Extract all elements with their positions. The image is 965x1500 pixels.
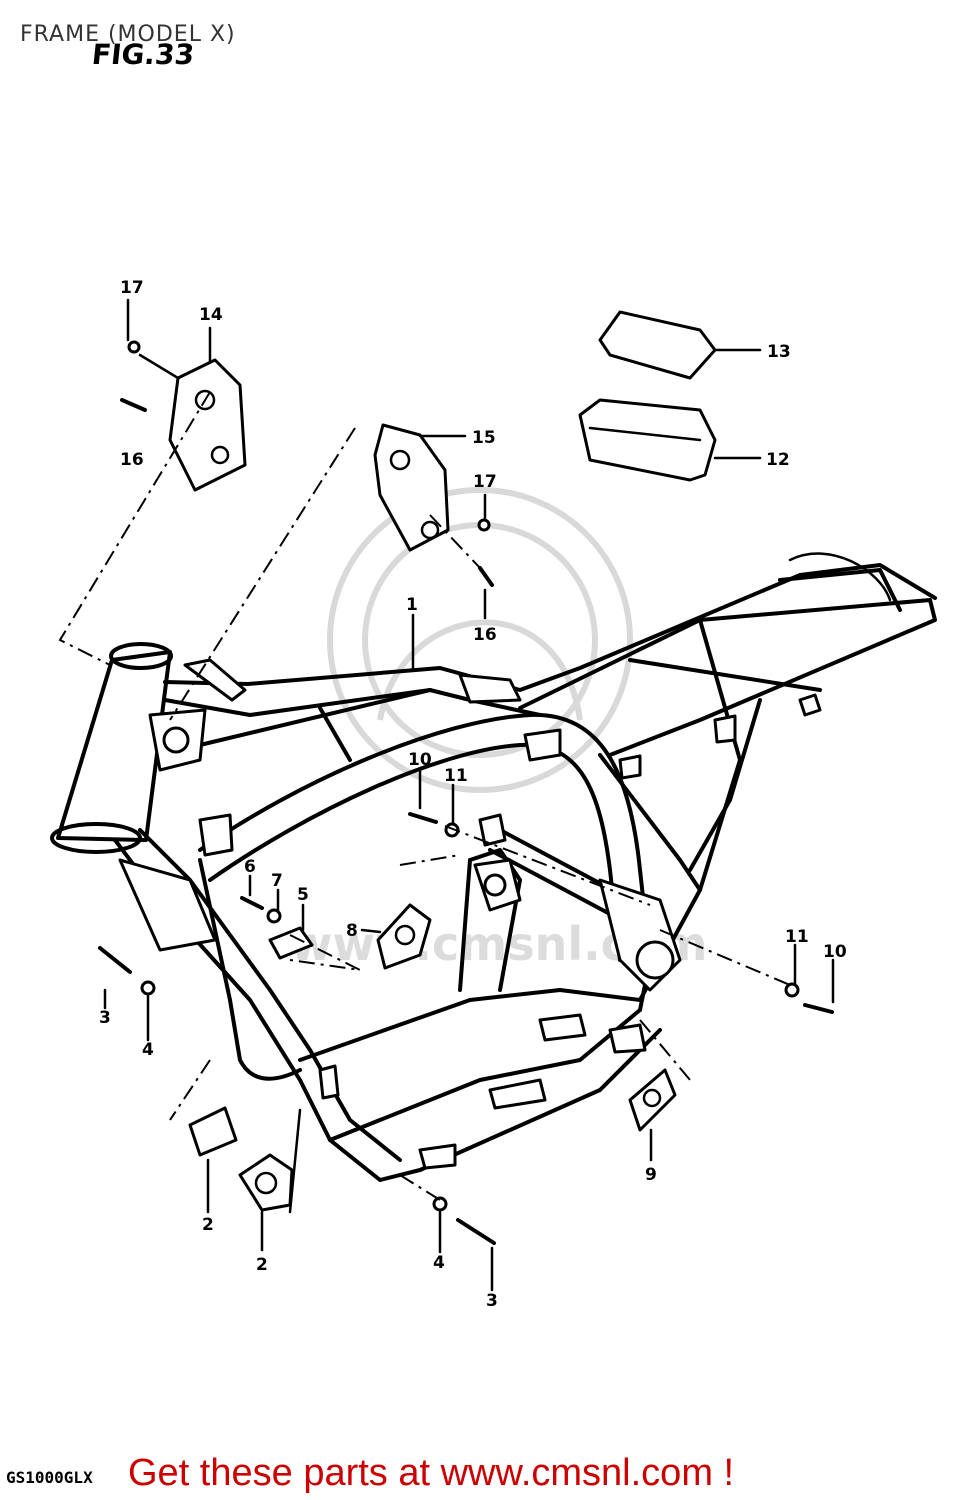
part-2-plate-b[interactable]	[238, 1153, 294, 1212]
frame-body	[50, 552, 937, 1182]
part-14-cover[interactable]	[168, 358, 247, 492]
callout-labels: 1 2 2 3 3 4 4 5 6 7 8 9 10 10 11 11 12 1…	[99, 278, 847, 1311]
part-4-washer-b[interactable]	[432, 1196, 448, 1212]
callout-3: 3	[99, 1008, 111, 1028]
part-7-washer[interactable]	[266, 908, 282, 924]
part-4-washer[interactable]	[140, 980, 156, 996]
callout-3b: 3	[486, 1291, 498, 1311]
callout-14: 14	[199, 305, 223, 325]
callout-1: 1	[406, 595, 418, 615]
part-11-washer-b[interactable]	[784, 982, 800, 998]
part-9-bracket[interactable]	[628, 1068, 677, 1132]
callout-16: 16	[120, 450, 144, 470]
callout-17: 17	[120, 278, 144, 298]
part-8-bracket[interactable]	[376, 903, 432, 970]
part-10-bolt[interactable]	[408, 812, 438, 824]
callout-4b: 4	[433, 1253, 445, 1273]
callout-11: 11	[444, 766, 468, 786]
callout-2b: 2	[256, 1255, 268, 1275]
part-3-bolt-b[interactable]	[456, 1218, 496, 1245]
diagram-title: FRAME (MODEL X)	[20, 22, 236, 47]
callout-10b: 10	[823, 942, 847, 962]
part-6-bolt[interactable]	[240, 896, 264, 910]
parts-link-banner[interactable]: Get these parts at www.cmsnl.com !	[128, 1452, 735, 1494]
part-17-nut[interactable]	[127, 340, 141, 354]
callout-5: 5	[297, 885, 309, 905]
callout-10: 10	[408, 750, 432, 770]
alignment-lines	[58, 391, 791, 1201]
part-15-cover[interactable]	[373, 423, 450, 552]
part-12-tray[interactable]	[578, 398, 717, 482]
callout-7: 7	[271, 871, 283, 891]
callout-2: 2	[202, 1215, 214, 1235]
part-2-plate-a[interactable]	[188, 1106, 238, 1157]
callout-11b: 11	[785, 927, 809, 947]
model-code: GS1000GLX	[6, 1468, 93, 1487]
callout-9: 9	[645, 1165, 657, 1185]
part-16-bolt-b[interactable]	[478, 566, 494, 587]
callout-16b: 16	[473, 625, 497, 645]
callout-15: 15	[472, 428, 496, 448]
part-13-cover[interactable]	[598, 310, 717, 380]
part-16-bolt[interactable]	[120, 398, 147, 412]
callout-17b: 17	[473, 472, 497, 492]
part-17-nut-b[interactable]	[477, 518, 491, 532]
part-10-bolt-b[interactable]	[803, 1003, 834, 1014]
callout-13: 13	[767, 342, 791, 362]
callout-4: 4	[142, 1040, 154, 1060]
callout-6: 6	[244, 857, 256, 877]
part-3-bolt[interactable]	[98, 946, 132, 974]
callout-8: 8	[346, 921, 358, 941]
leader-lines	[103, 298, 835, 1292]
callout-12: 12	[766, 450, 790, 470]
